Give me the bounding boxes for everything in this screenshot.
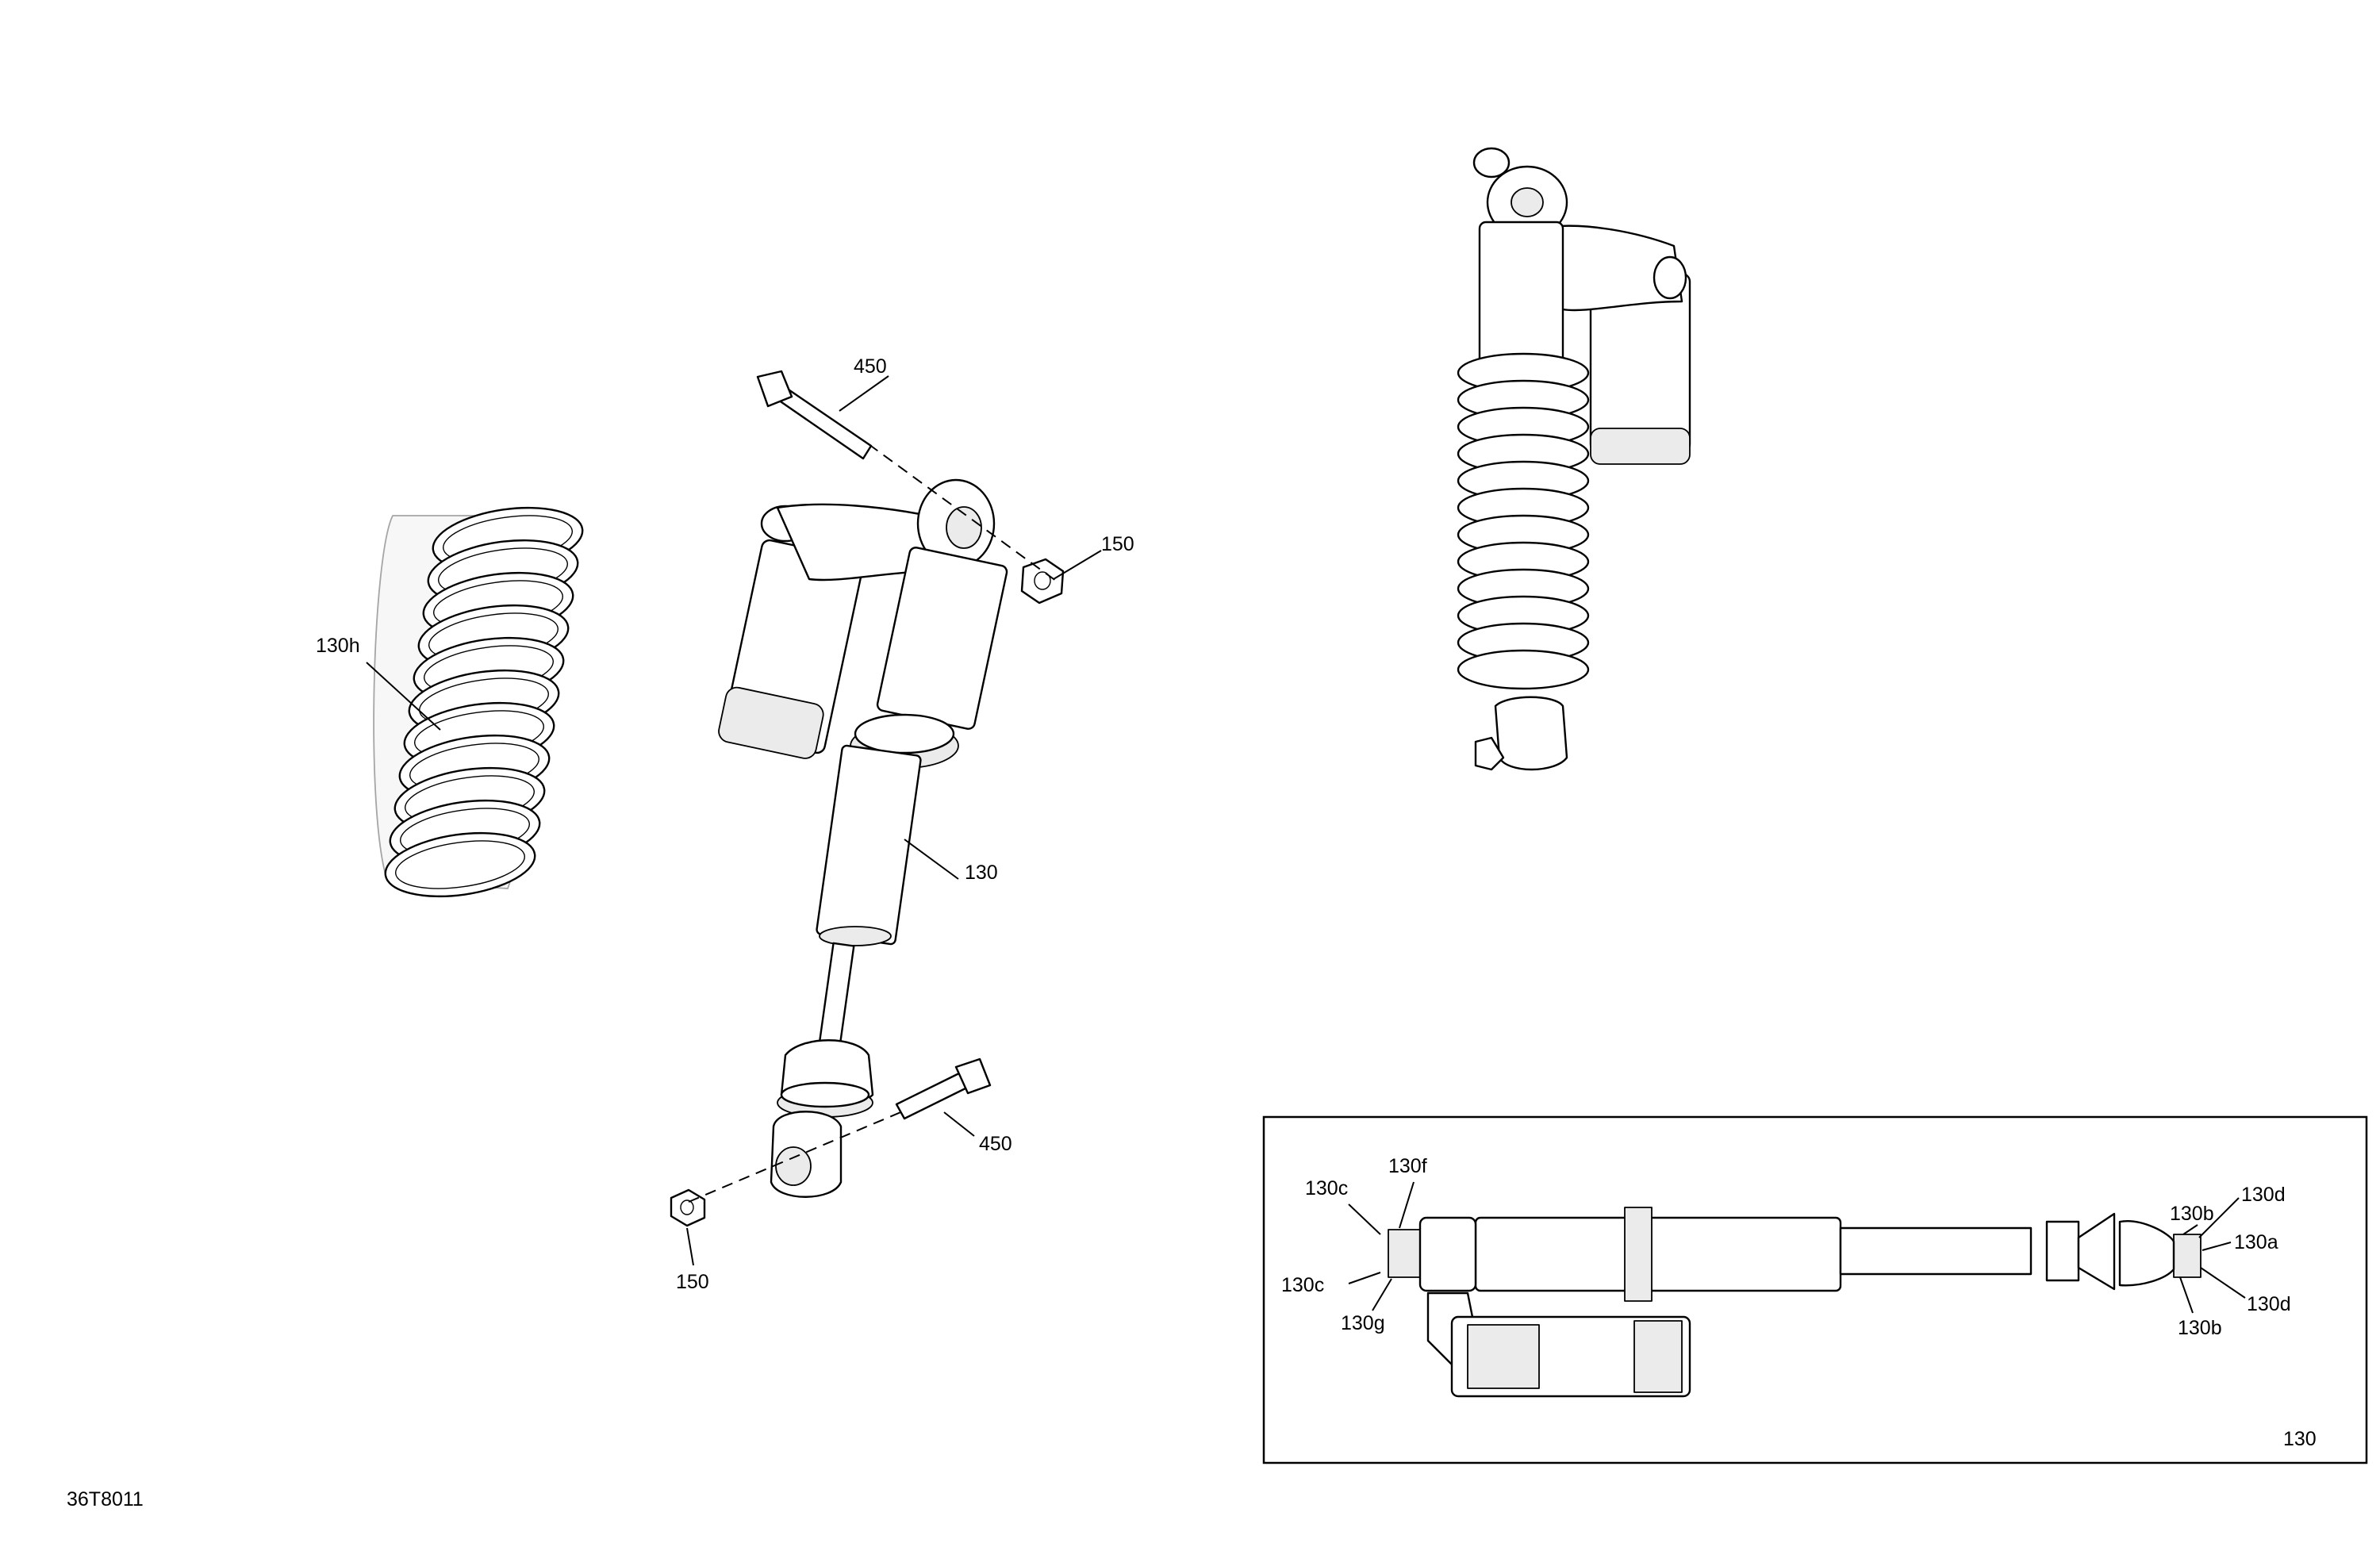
spring-coil xyxy=(395,840,525,889)
callout-spring: 130h xyxy=(316,635,360,657)
shock-absorber-assembled xyxy=(1457,147,1691,771)
inset-label-130a: 130a xyxy=(2234,1231,2278,1253)
bottom-nut xyxy=(670,1188,706,1227)
inset-label-130g: 130g xyxy=(1341,1312,1385,1334)
inset-label-130c-bottom: 130c xyxy=(1281,1274,1324,1296)
spring-coil xyxy=(384,831,536,898)
inset-label-130f: 130f xyxy=(1388,1155,1427,1177)
bottom-axis-line xyxy=(688,1110,905,1203)
inset-label-130b-top: 130b xyxy=(2170,1203,2214,1225)
callout-nut-top: 150 xyxy=(1101,533,1134,555)
assembled-spring-coil xyxy=(1457,649,1590,690)
top-nut xyxy=(1020,558,1065,605)
bottom-bolt xyxy=(895,1057,992,1120)
coil-spring xyxy=(373,506,584,898)
inset-detail-box: 130 xyxy=(1262,1115,2368,1464)
inset-label-130c-top: 130c xyxy=(1305,1177,1348,1199)
callout-bolt-top: 450 xyxy=(854,355,887,378)
callout-bolt-bottom: 450 xyxy=(979,1133,1012,1155)
leader-lines xyxy=(366,375,1102,1266)
callout-shock: 130 xyxy=(965,862,998,884)
top-axis-line xyxy=(868,443,1060,584)
callout-nut-bottom: 150 xyxy=(676,1271,709,1293)
inset-leader-lines xyxy=(1348,1181,2246,1314)
inset-ref-label: 130 xyxy=(2283,1428,2317,1450)
figure-code: 36T8011 xyxy=(67,1488,144,1510)
shock-absorber-exploded xyxy=(718,478,1008,1198)
inset-label-130d-top: 130d xyxy=(2241,1184,2286,1206)
inset-label-130b-bottom: 130b xyxy=(2178,1317,2222,1339)
inset-label-130d-bottom: 130d xyxy=(2247,1293,2291,1315)
top-bolt xyxy=(756,370,873,460)
